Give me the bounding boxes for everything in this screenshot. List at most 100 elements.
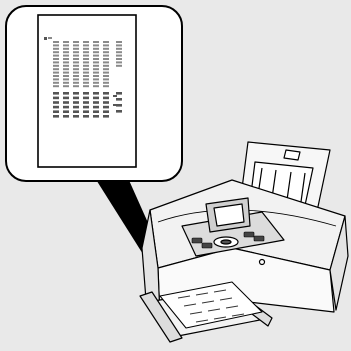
pattern-bar [53, 78, 59, 80]
pattern-bar [83, 110, 89, 113]
pattern-mark [48, 37, 52, 39]
pattern-bar [103, 75, 109, 77]
pattern-bar [93, 97, 99, 100]
pattern-bar [103, 115, 109, 118]
pattern-bar [113, 95, 117, 97]
pattern-bar [116, 48, 122, 50]
pattern-bar [63, 101, 69, 104]
pattern-bar [103, 44, 109, 46]
pattern-bar [63, 65, 69, 67]
pattern-bar [83, 97, 89, 100]
pattern-bar [83, 48, 89, 50]
pattern-bar [103, 110, 109, 113]
pattern-bar [116, 61, 122, 63]
pattern-bar [63, 58, 69, 60]
pattern-bar [73, 65, 79, 67]
pattern-bar [83, 65, 89, 67]
pattern-bar [93, 58, 99, 60]
pattern-bar [53, 110, 59, 113]
pattern-bar [103, 101, 109, 104]
pattern-bar [53, 101, 59, 104]
pattern-bar [116, 92, 122, 95]
pattern-bar [83, 44, 89, 46]
pattern-bar [93, 55, 99, 57]
pattern-bar [63, 85, 69, 87]
pattern-bar [83, 92, 89, 95]
pattern-bar [93, 61, 99, 63]
pattern-bar [53, 51, 59, 53]
pattern-bar [53, 44, 59, 46]
pattern-bar [116, 55, 122, 57]
pattern-bar [73, 92, 79, 95]
pattern-bar [73, 55, 79, 57]
pattern-bar [93, 115, 99, 118]
pattern-bar [63, 72, 69, 74]
pattern-bar [53, 68, 59, 70]
pattern-bar [103, 85, 109, 87]
pattern-bar [83, 41, 89, 43]
pattern-bar [93, 85, 99, 87]
pattern-bar [83, 55, 89, 57]
pattern-bar [53, 41, 59, 43]
pattern-bar [116, 98, 122, 101]
pattern-bar [103, 65, 109, 67]
pattern-bar [73, 78, 79, 80]
pattern-bar [93, 41, 99, 43]
pattern-bar [103, 106, 109, 109]
nozzle-check-sheet [38, 15, 136, 167]
pattern-bar [103, 68, 109, 70]
pattern-bar [63, 55, 69, 57]
pattern-bar [73, 48, 79, 50]
pattern-bar [93, 48, 99, 50]
pattern-bar [93, 92, 99, 95]
pattern-bar [93, 72, 99, 74]
pattern-bar [63, 97, 69, 100]
pattern-bar [53, 55, 59, 57]
pattern-bar [116, 44, 122, 46]
pattern-bar [73, 115, 79, 118]
pattern-bar [93, 101, 99, 104]
pattern-bar [116, 51, 122, 53]
pattern-bar [63, 61, 69, 63]
pattern-bar [53, 48, 59, 50]
pattern-bar [103, 55, 109, 57]
pattern-bar [63, 115, 69, 118]
pattern-bar [83, 58, 89, 60]
pattern-bar [73, 110, 79, 113]
pattern-bar [63, 48, 69, 50]
pattern-bar [53, 97, 59, 100]
pattern-bar [53, 82, 59, 84]
pattern-bar [103, 58, 109, 60]
pattern-bar [116, 110, 122, 113]
pattern-bar [73, 44, 79, 46]
pattern-bar [116, 41, 122, 43]
pattern-bar [73, 97, 79, 100]
pattern-bar [63, 110, 69, 113]
pattern-bar [103, 72, 109, 74]
pattern-bar [93, 75, 99, 77]
pattern-bar [83, 61, 89, 63]
pattern-bar [63, 82, 69, 84]
pattern-bar [83, 115, 89, 118]
pattern-bar [116, 65, 122, 67]
pattern-bar [53, 106, 59, 109]
pattern-bar [63, 68, 69, 70]
pattern-bar [103, 82, 109, 84]
pattern-bar [53, 58, 59, 60]
pattern-bar [53, 72, 59, 74]
pattern-bar [73, 41, 79, 43]
pattern-bar [83, 51, 89, 53]
pattern-bar [63, 106, 69, 109]
pattern-bar [93, 78, 99, 80]
pattern-bar [116, 58, 122, 60]
pattern-bar [93, 82, 99, 84]
pattern-bar [73, 58, 79, 60]
pattern-bar [73, 51, 79, 53]
pattern-bar [93, 51, 99, 53]
pattern-bar [83, 101, 89, 104]
pattern-bar [83, 82, 89, 84]
pattern-bar [73, 72, 79, 74]
pattern-bar [93, 110, 99, 113]
pattern-bar [53, 75, 59, 77]
